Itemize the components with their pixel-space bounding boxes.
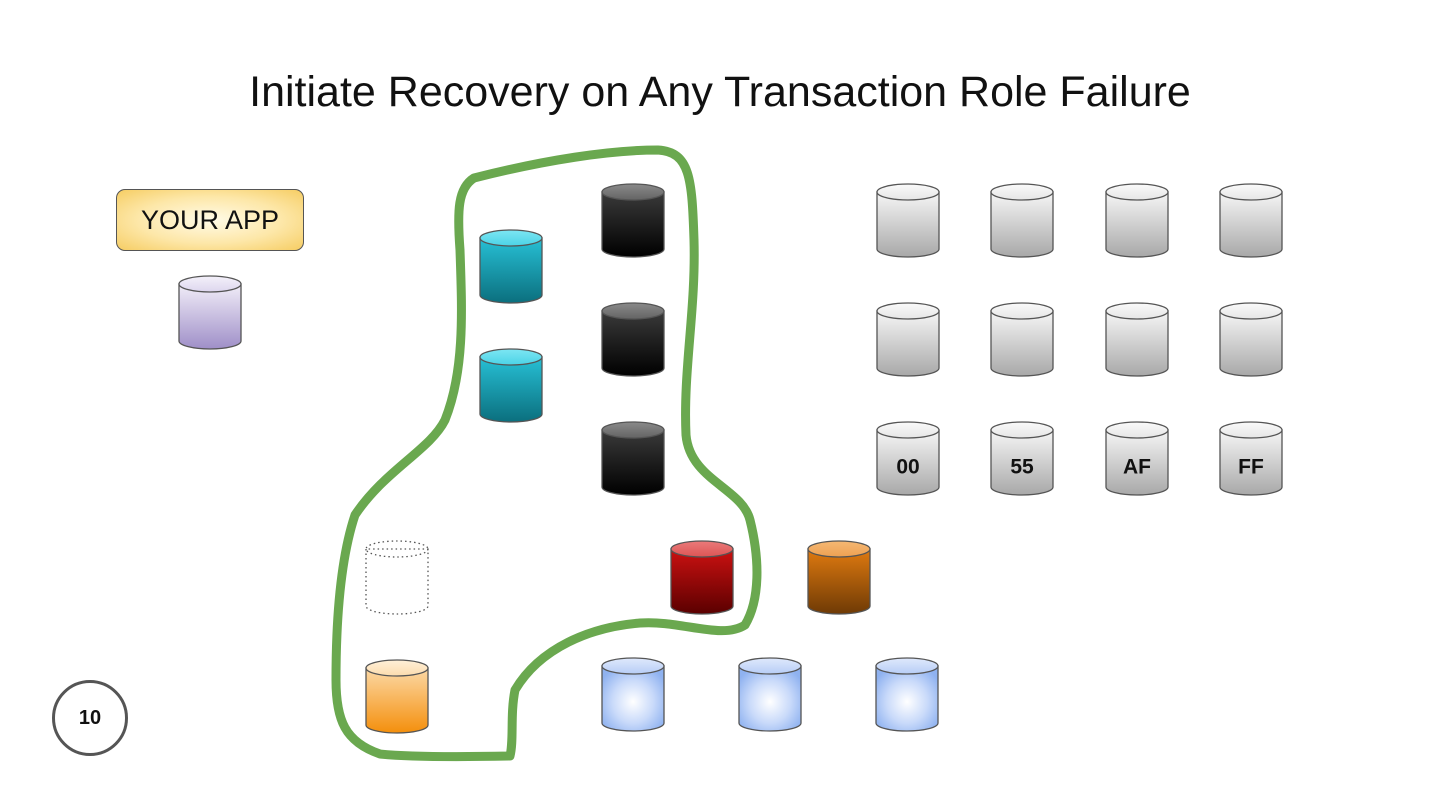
storage-db-cylinder	[990, 183, 1054, 258]
storage-db-cylinder	[1219, 302, 1283, 377]
storage-db-cylinder	[1105, 302, 1169, 377]
teal-db-cylinder	[479, 229, 543, 304]
recovery-boundary-outline	[331, 145, 762, 762]
storage-db-cylinder	[990, 302, 1054, 377]
storage-db-cylinder	[876, 183, 940, 258]
storage-db-cylinder	[876, 302, 940, 377]
orange-db-cylinder	[807, 540, 871, 615]
slide-title: Initiate Recovery on Any Transaction Rol…	[249, 68, 1191, 116]
missing-db-cylinder	[365, 540, 429, 615]
red-db-cylinder	[670, 540, 734, 615]
storage-db-cylinder	[1105, 183, 1169, 258]
storage-shard-label: 00	[896, 456, 919, 479]
blue-db-cylinder	[738, 657, 802, 732]
storage-db-cylinder	[876, 421, 940, 496]
blue-db-cylinder	[601, 657, 665, 732]
black-db-cylinder	[601, 183, 665, 258]
teal-db-cylinder	[479, 348, 543, 423]
storage-shard-label: FF	[1238, 456, 1264, 479]
storage-db-cylinder	[990, 421, 1054, 496]
black-db-cylinder	[601, 302, 665, 377]
page-number-badge: 10	[52, 680, 128, 756]
storage-shard-label: 55	[1010, 456, 1034, 479]
light-orange-db-cylinder	[365, 659, 429, 734]
storage-db-cylinder	[1105, 421, 1169, 496]
storage-db-cylinder	[1219, 421, 1283, 496]
storage-db-cylinder	[1219, 183, 1283, 258]
black-db-cylinder	[601, 421, 665, 496]
your-app-box: YOUR APP	[116, 189, 304, 251]
blue-db-cylinder	[875, 657, 939, 732]
storage-shard-label: AF	[1123, 456, 1151, 479]
client-db-cylinder	[178, 275, 242, 350]
